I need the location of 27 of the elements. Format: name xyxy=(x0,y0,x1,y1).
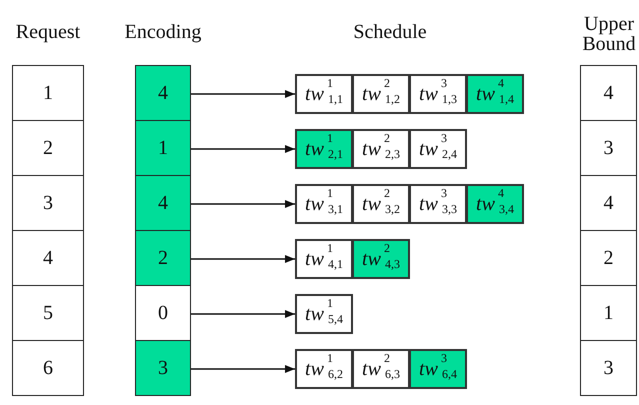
request-cell: 2 xyxy=(12,120,84,176)
arrow xyxy=(191,145,295,153)
arrow xyxy=(191,200,295,208)
request-cell: 4 xyxy=(12,230,84,286)
encoding-cell: 1 xyxy=(135,120,191,176)
request-cell: 1 xyxy=(12,65,84,121)
request-cell: 5 xyxy=(12,285,84,341)
encoding-cell: 2 xyxy=(135,230,191,286)
column-heading: Encoding xyxy=(124,22,202,42)
upper-bound-cell: 2 xyxy=(580,230,637,286)
upper-bound-cell: 3 xyxy=(580,120,637,176)
encoding-cell: 4 xyxy=(135,175,191,231)
upper-bound-cell: 3 xyxy=(580,340,637,396)
column-heading: Schedule xyxy=(352,22,428,42)
arrow xyxy=(191,310,295,318)
upper-bound-cell: 4 xyxy=(580,175,637,231)
arrow xyxy=(191,365,295,373)
arrow xyxy=(191,255,295,263)
encoding-cell: 3 xyxy=(135,340,191,396)
column-heading: Request xyxy=(14,22,82,42)
upper-bound-cell: 1 xyxy=(580,285,637,341)
upper-bound-cell: 4 xyxy=(580,65,637,121)
arrow xyxy=(191,90,295,98)
request-cell: 6 xyxy=(12,340,84,396)
column-heading: Upper Bound xyxy=(581,14,637,54)
encoding-cell: 4 xyxy=(135,65,191,121)
request-cell: 3 xyxy=(12,175,84,231)
